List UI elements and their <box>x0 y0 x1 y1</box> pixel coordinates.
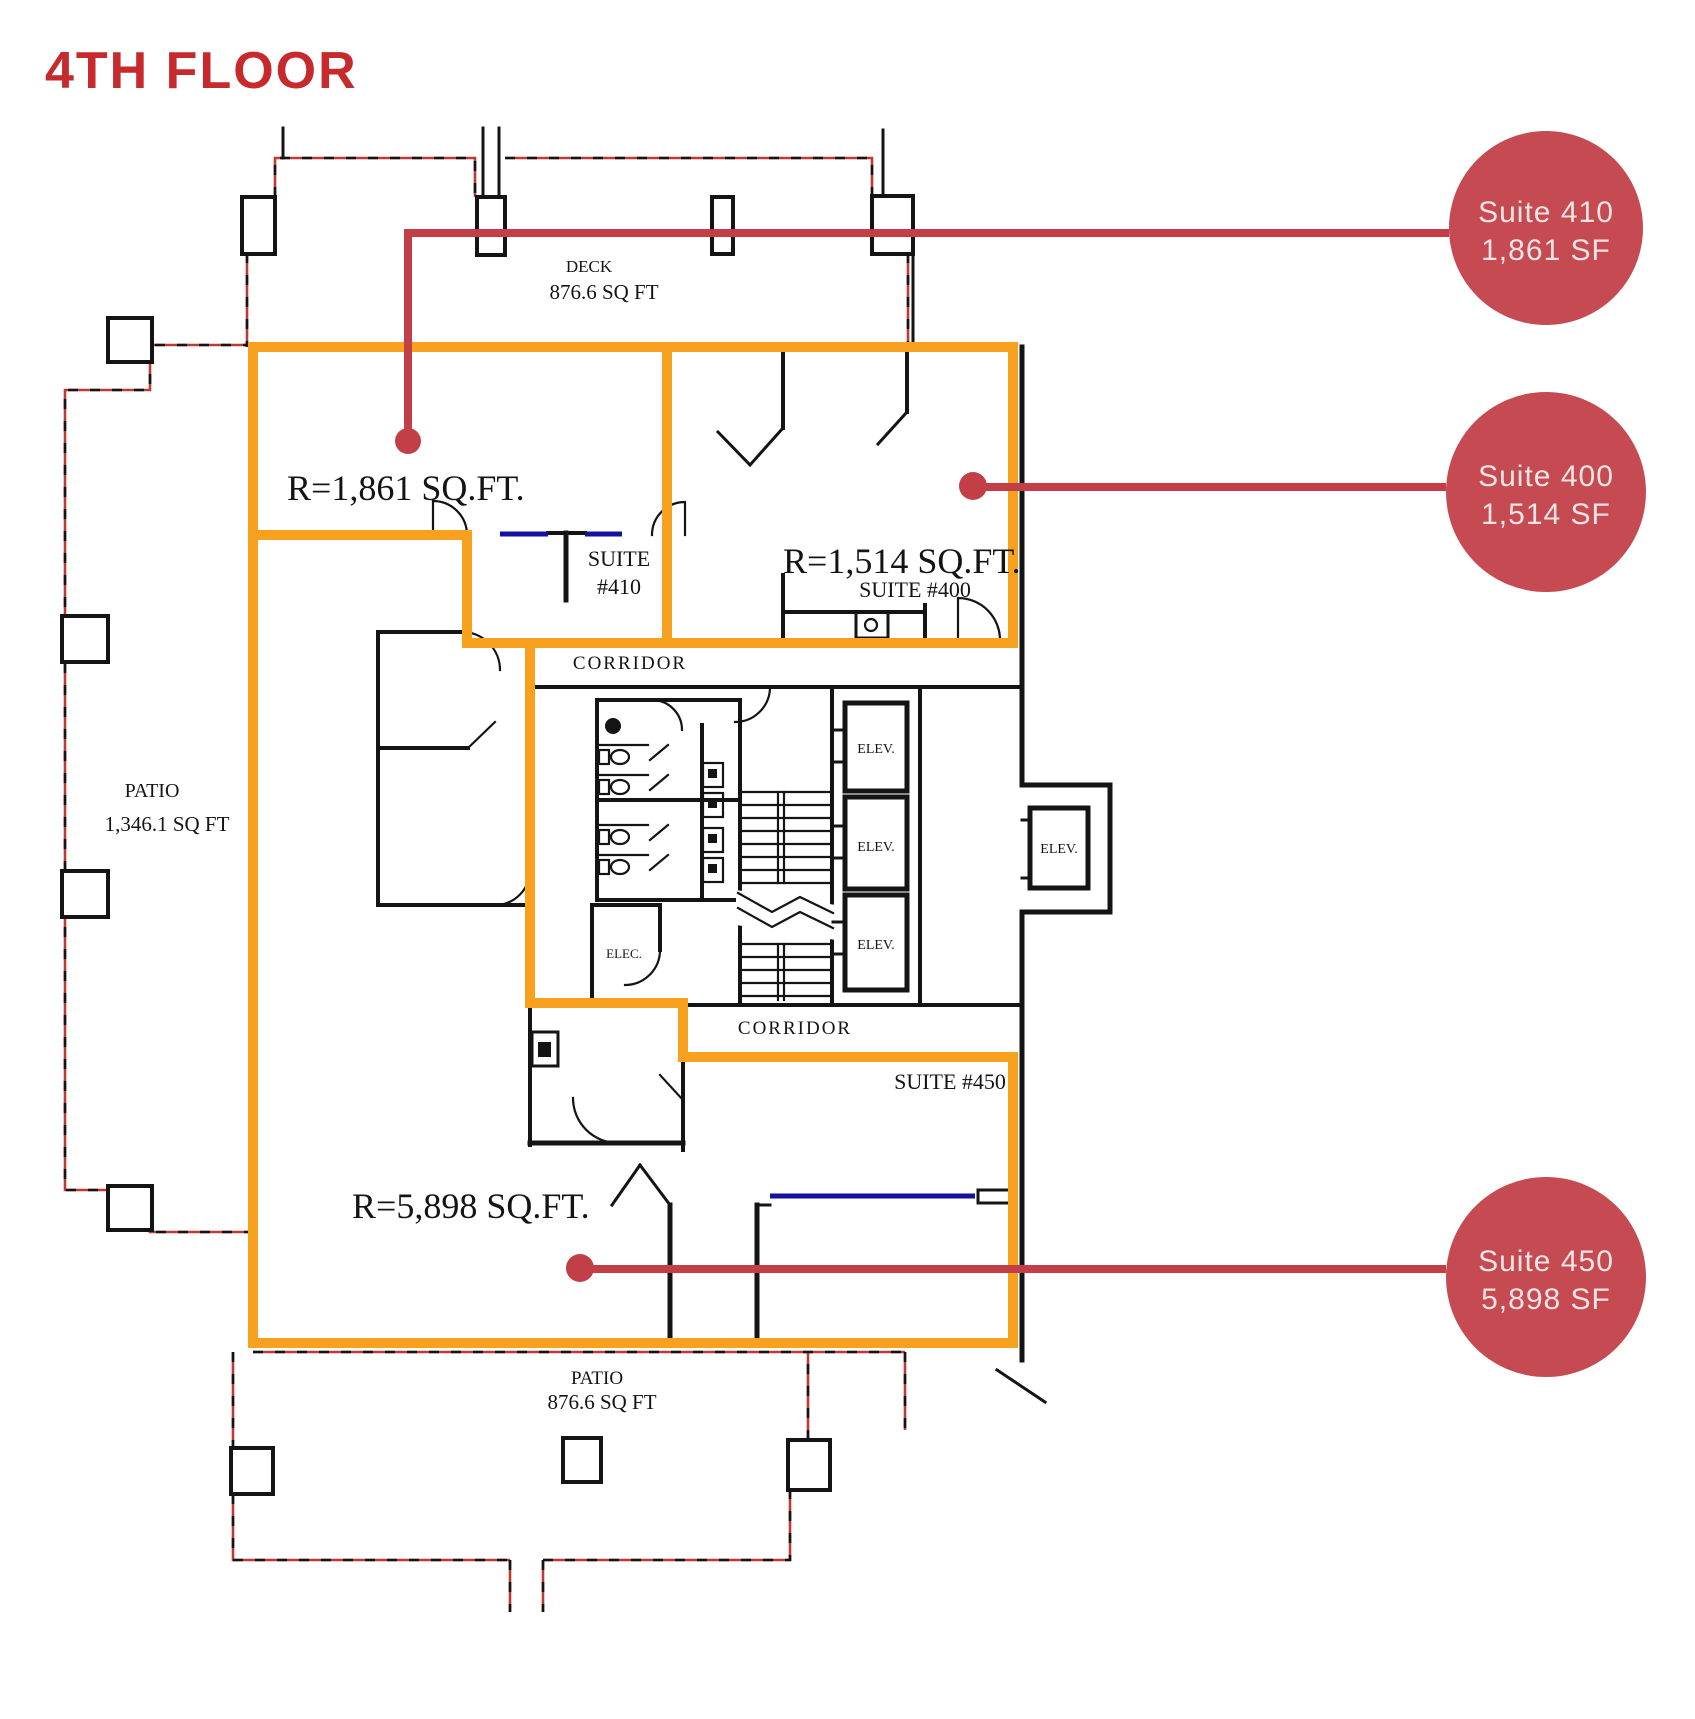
patio-bottom-area-label: 876.6 SQ FT <box>547 1390 656 1414</box>
column <box>106 316 154 364</box>
elevator-label-3: ELEV. <box>857 938 894 953</box>
suite-410-name-line2: #410 <box>597 574 641 599</box>
door-headers <box>500 531 975 1199</box>
badge-suite-400-name: Suite 400 <box>1478 460 1614 493</box>
plan-labels: DECK 876.6 SQ FT PATIO 1,346.1 SQ FT PAT… <box>105 257 1078 1414</box>
deck-area-label: 876.6 SQ FT <box>549 280 658 304</box>
leader-lines <box>395 229 1449 1282</box>
column <box>60 614 110 664</box>
column <box>786 1438 832 1492</box>
elevator-bank <box>831 700 910 993</box>
corridor-upper-label: CORRIDOR <box>573 653 687 674</box>
column <box>60 869 110 919</box>
deck-label: DECK <box>566 257 613 276</box>
storage-room <box>527 1003 686 1152</box>
suite-450-name-label: SUITE #450 <box>894 1069 1006 1094</box>
suite-410-interior <box>431 499 687 603</box>
patio-left-label: PATIO <box>125 780 180 802</box>
column <box>240 195 277 256</box>
badge-suite-450-area: 5,898 SF <box>1481 1283 1611 1316</box>
patio-left-area-label: 1,346.1 SQ FT <box>105 812 230 836</box>
leader-dot-suite-400 <box>959 472 987 500</box>
suite-410-area-label: R=1,861 SQ.FT. <box>287 468 525 508</box>
suite-400-name-label: SUITE #400 <box>859 577 971 602</box>
sink-fixtures <box>701 761 725 884</box>
badge-suite-410-area: 1,861 SF <box>1481 234 1611 267</box>
leader-dot-suite-450 <box>566 1254 594 1282</box>
column <box>561 1436 603 1484</box>
badge-suite-400: Suite 400 1,514 SF <box>1446 392 1646 592</box>
badge-suite-410: Suite 410 1,861 SF <box>1449 131 1643 325</box>
suite-400-area-label: R=1,514 SQ.FT. <box>783 541 1021 581</box>
stairs <box>736 685 836 1007</box>
badge-suite-400-area: 1,514 SF <box>1481 498 1611 531</box>
column <box>870 194 915 256</box>
electrical-label: ELEC. <box>606 946 642 961</box>
leader-dot-suite-410 <box>395 428 421 454</box>
page-title: 4TH FLOOR <box>45 42 358 100</box>
elevator-label-2: ELEV. <box>857 840 894 855</box>
toilet-fixtures <box>597 748 631 876</box>
interior-walls <box>376 344 1113 1363</box>
suite-410-name-line1: SUITE <box>588 546 650 571</box>
badge-suite-410-name: Suite 410 <box>1478 196 1614 229</box>
column <box>229 1446 275 1496</box>
suite-450-interior <box>609 1162 1015 1346</box>
column <box>106 1184 154 1232</box>
elevator-label-4: ELEV. <box>1040 842 1077 857</box>
suite-400-interior <box>715 345 1002 642</box>
leader-suite-410 <box>404 229 1449 436</box>
exterior-walls <box>63 126 1048 1614</box>
corridor-lower-label: CORRIDOR <box>738 1018 852 1039</box>
suite-outlines <box>248 342 1018 1348</box>
elevator-label-1: ELEV. <box>857 742 894 757</box>
suite-450-area-label: R=5,898 SQ.FT. <box>352 1186 590 1226</box>
badge-suite-450: Suite 450 5,898 SF <box>1446 1177 1646 1377</box>
column <box>710 195 735 256</box>
column <box>475 195 507 257</box>
columns <box>60 194 915 1496</box>
badge-suite-450-name: Suite 450 <box>1478 1245 1614 1278</box>
patio-bottom-label: PATIO <box>571 1368 623 1389</box>
